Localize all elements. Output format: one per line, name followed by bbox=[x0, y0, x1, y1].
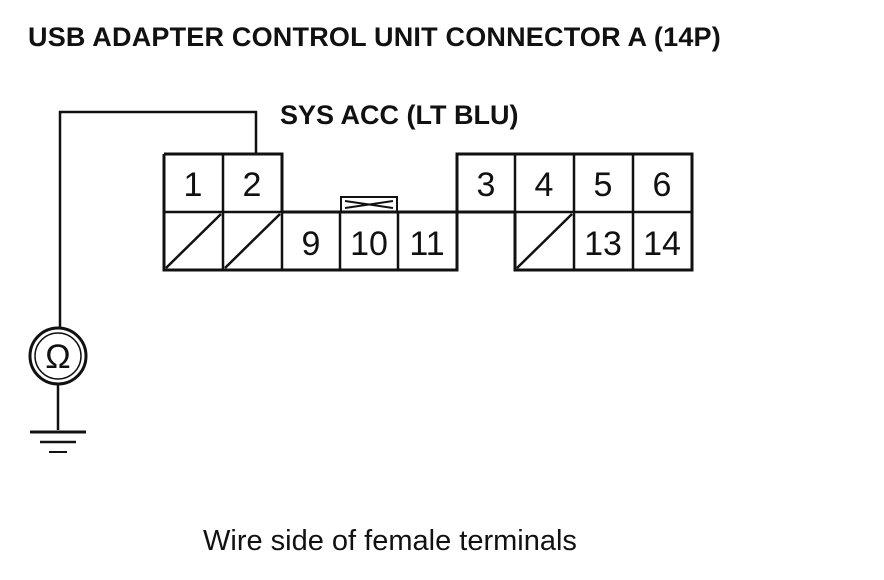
empty-terminals bbox=[165, 213, 573, 269]
terminal-10-label: 10 bbox=[350, 225, 388, 263]
terminal-1-label: 1 bbox=[184, 166, 203, 204]
terminal-3-label: 3 bbox=[477, 166, 496, 204]
terminal-2-label: 2 bbox=[243, 166, 262, 204]
terminal-14-label: 14 bbox=[643, 225, 681, 263]
terminal-7-empty-mark bbox=[165, 213, 222, 269]
terminal-13-label: 13 bbox=[584, 225, 622, 263]
terminal-9-label: 9 bbox=[302, 225, 321, 263]
terminal-4-label: 4 bbox=[535, 166, 554, 204]
probe-wire bbox=[58, 110, 258, 328]
terminal-6-label: 6 bbox=[653, 166, 672, 204]
ohmmeter-icon: Ω bbox=[28, 326, 88, 386]
terminal-11-label: 11 bbox=[409, 225, 444, 263]
caption: Wire side of female terminals bbox=[203, 525, 577, 557]
ground-icon bbox=[30, 430, 86, 453]
connector-grid bbox=[164, 154, 692, 270]
terminal-5-label: 5 bbox=[594, 166, 613, 204]
ohm-symbol: Ω bbox=[45, 338, 70, 376]
wire-label: SYS ACC (LT BLU) bbox=[280, 100, 519, 130]
diagram-title: USB ADAPTER CONTROL UNIT CONNECTOR A (14… bbox=[28, 22, 721, 52]
terminal-8-empty-mark bbox=[224, 213, 281, 269]
terminal-12-empty-mark bbox=[516, 213, 573, 269]
connector-lock-tab bbox=[340, 196, 398, 213]
